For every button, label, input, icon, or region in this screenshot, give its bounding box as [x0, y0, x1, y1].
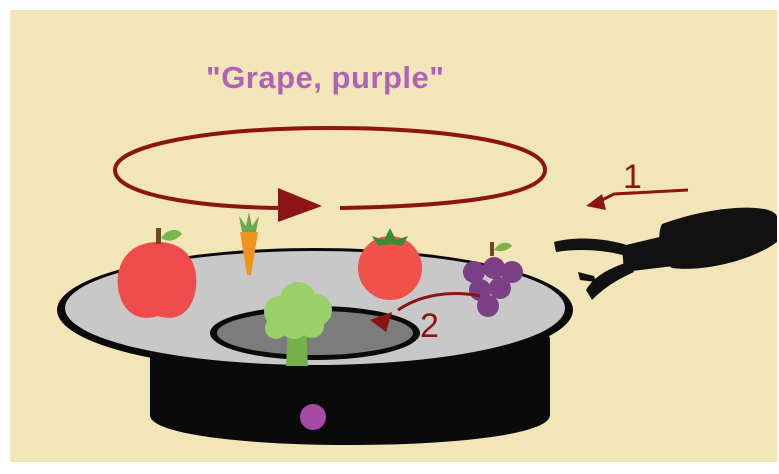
diagram-frame: "Grape, purple": [10, 10, 777, 462]
step-two-label: 2: [420, 307, 439, 345]
rotation-arrow: [115, 128, 545, 222]
apple-icon: [118, 228, 197, 318]
status-indicator-light: [300, 404, 326, 430]
step-one-label: 1: [623, 158, 642, 196]
robot-gripper-icon: [554, 208, 777, 300]
tomato-icon: [358, 228, 422, 300]
turntable-scene: 2 1: [10, 10, 777, 462]
